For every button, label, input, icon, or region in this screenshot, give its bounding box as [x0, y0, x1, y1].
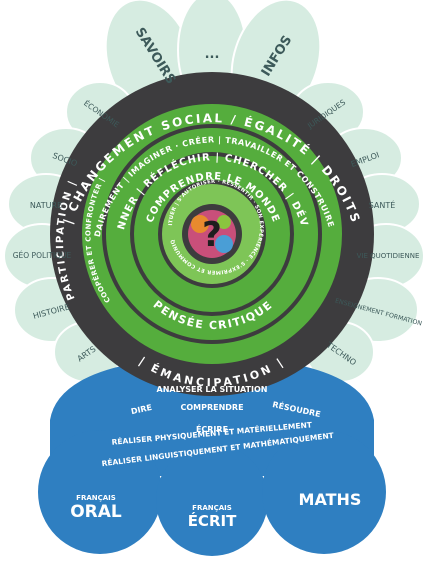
lobe-oral-small: FRANÇAIS: [76, 494, 116, 502]
center-emblem-accent-1: [191, 215, 209, 233]
petal-label-dots: ...: [205, 47, 220, 62]
text-comprendre: COMPRENDRE: [180, 403, 243, 412]
text-analyser: ANALYSER LA SITUATION: [157, 385, 268, 394]
center-question-mark-icon: ?: [202, 215, 222, 255]
petal-label-vie-quotidienne: VIE QUOTIDIENNE: [357, 252, 420, 260]
lobe-ecrit-big: ÉCRIT: [188, 511, 237, 530]
bottom-blue-area: [38, 356, 386, 556]
center-emblem-accent-3: [217, 215, 231, 229]
lobe-oral-shape: [38, 430, 162, 554]
lobe-oral-big: ORAL: [70, 502, 122, 522]
lobe-maths-big: MATHS: [299, 490, 362, 509]
lobe-maths-shape: [262, 430, 386, 554]
petal-label-nature: NATURE: [30, 201, 62, 210]
text-ecrire: ÉCRIRE: [196, 423, 228, 434]
center-emblem-accent-2: [215, 235, 233, 253]
petal-label-sante: SANTÉ: [369, 199, 396, 210]
lobe-labels: FRANÇAIS ORAL FRANÇAIS ÉCRIT MATHS: [70, 490, 361, 530]
lobe-ecrit-small: FRANÇAIS: [192, 504, 232, 512]
central-rings: ?: [50, 72, 374, 396]
text-dire: DIRE: [130, 403, 153, 416]
petal-label-geopolitique: GÉO POLITIQUE: [13, 251, 72, 260]
lobe-ecrit-shape: [156, 444, 268, 556]
